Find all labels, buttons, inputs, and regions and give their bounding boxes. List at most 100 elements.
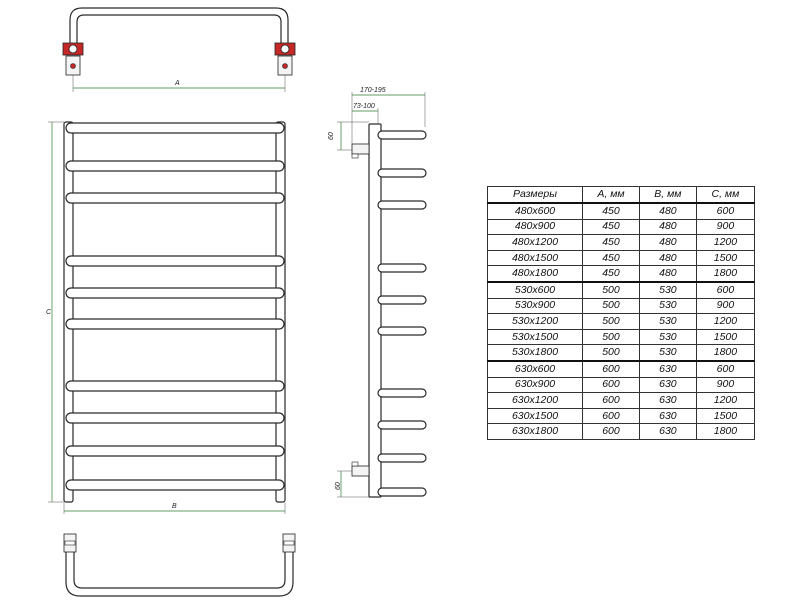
cell-b: 530: [638, 280, 697, 299]
cell-a: 600: [582, 423, 640, 440]
side-rung: [377, 295, 427, 305]
cell-size: 630x1800: [486, 423, 584, 440]
cell-size: 480x900: [486, 218, 584, 236]
left-vertical-tube: [63, 121, 74, 503]
side-rung: [377, 168, 427, 178]
cell-c: 600: [695, 359, 756, 378]
cell-c: 900: [695, 297, 756, 315]
cell-size: 530x1500: [486, 328, 584, 346]
side-rung: [377, 263, 427, 273]
cell-size: 530x1200: [486, 313, 584, 330]
header-sizes: Размеры: [486, 186, 584, 204]
cell-size: 530x900: [486, 297, 584, 315]
cell-a: 450: [582, 249, 640, 267]
cell-a: 450: [582, 218, 640, 236]
cell-c: 1800: [695, 265, 756, 283]
header-b-mm: B, мм: [638, 186, 697, 204]
cell-size: 630x600: [486, 359, 584, 378]
cell-size: 630x1500: [486, 407, 584, 425]
front-rung: [65, 380, 285, 392]
cell-a: 500: [582, 280, 640, 299]
side-rung: [377, 200, 427, 210]
cell-a: 500: [582, 313, 640, 330]
cell-a: 450: [582, 202, 640, 220]
cell-c: 1200: [695, 392, 756, 409]
cell-b: 530: [638, 313, 697, 330]
cell-c: 1500: [695, 407, 756, 425]
cell-c: 600: [695, 280, 756, 299]
dim-b-label: B: [172, 503, 177, 510]
offset-top-label: 60: [328, 132, 335, 140]
cell-size: 480x600: [486, 202, 584, 220]
cell-c: 1200: [695, 313, 756, 330]
top-wall-bracket: [351, 143, 370, 155]
cell-b: 530: [638, 297, 697, 315]
depth-inner-label: 73-100: [353, 103, 375, 110]
front-rung: [65, 287, 285, 299]
cell-size: 630x1200: [486, 392, 584, 409]
cell-c: 1800: [695, 344, 756, 362]
top-view: A: [62, 7, 296, 92]
cell-c: 1800: [695, 423, 756, 440]
cell-a: 500: [582, 328, 640, 346]
front-rung: [65, 479, 285, 491]
cell-b: 630: [638, 392, 697, 409]
cell-c: 1500: [695, 249, 756, 267]
front-rung: [65, 255, 285, 267]
cell-a: 600: [582, 376, 640, 394]
cell-size: 480x1500: [486, 249, 584, 267]
cell-b: 480: [638, 249, 697, 267]
depth-outer-label: 170-195: [360, 87, 386, 94]
cell-size: 530x600: [486, 280, 584, 299]
top-view-frame: [69, 7, 289, 53]
bottom-wall-bracket: [351, 465, 370, 477]
front-rung: [65, 318, 285, 330]
cell-a: 600: [582, 407, 640, 425]
cell-c: 900: [695, 376, 756, 394]
cell-c: 900: [695, 218, 756, 236]
header-c-mm: C, мм: [695, 186, 756, 204]
cell-a: 500: [582, 344, 640, 362]
cell-b: 480: [638, 218, 697, 236]
cell-c: 1500: [695, 328, 756, 346]
bottom-view-frame: [65, 547, 294, 597]
front-rung: [65, 445, 285, 457]
cell-size: 480x1200: [486, 234, 584, 251]
cell-a: 450: [582, 265, 640, 283]
header-a-mm: A, мм: [582, 186, 640, 204]
side-rung: [377, 420, 427, 430]
front-rung: [65, 192, 285, 204]
cell-b: 480: [638, 202, 697, 220]
cell-size: 530x1800: [486, 344, 584, 362]
side-rung: [377, 487, 427, 497]
front-rung: [65, 412, 285, 424]
front-view: B C: [46, 121, 286, 514]
cell-b: 630: [638, 359, 697, 378]
cell-a: 500: [582, 297, 640, 315]
side-vertical-tube: [368, 123, 382, 498]
cell-a: 600: [582, 392, 640, 409]
dim-c-label: C: [46, 309, 52, 316]
bottom-view: [63, 533, 296, 597]
cell-a: 600: [582, 359, 640, 378]
cell-b: 530: [638, 328, 697, 346]
offset-bottom-label: 60: [335, 482, 342, 490]
front-rung: [65, 160, 285, 172]
cell-b: 630: [638, 407, 697, 425]
cell-b: 480: [638, 234, 697, 251]
